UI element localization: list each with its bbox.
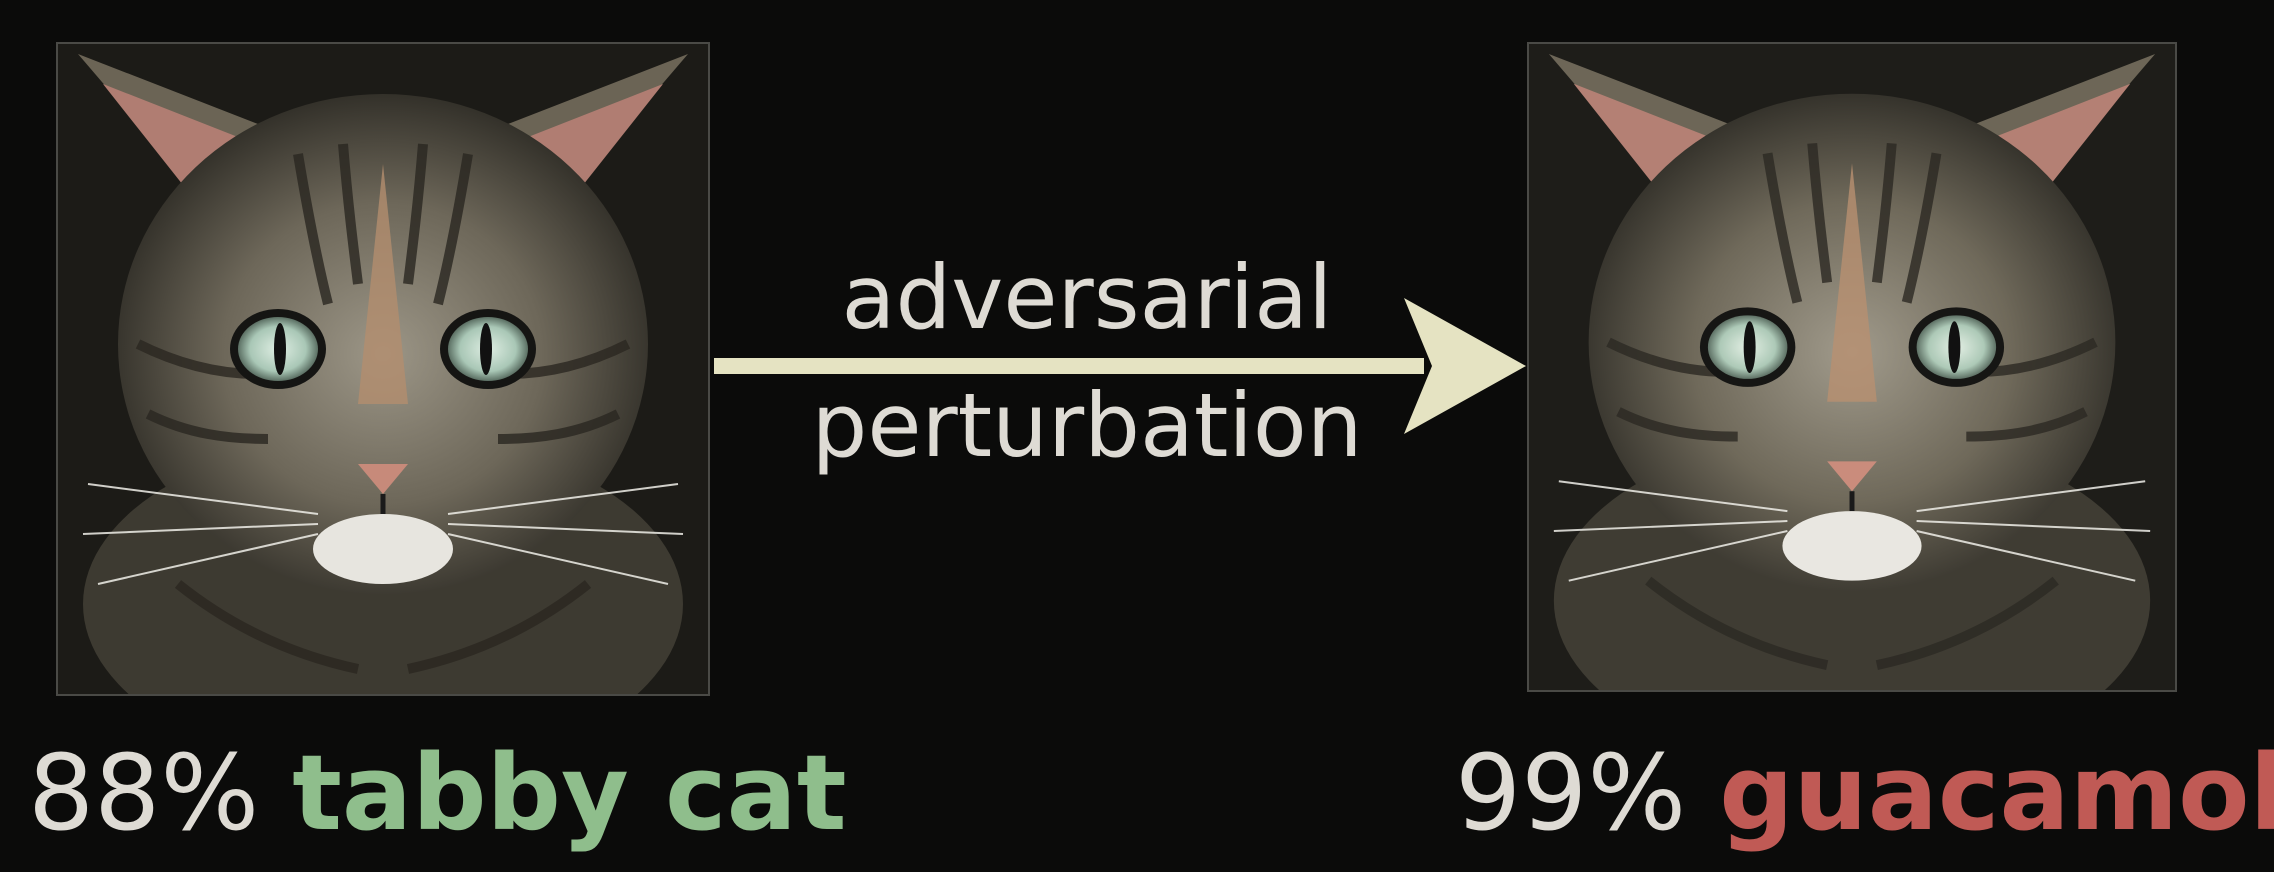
cat-face-illustration <box>1529 44 2175 690</box>
adversarial-prediction: 99% guacamole <box>1455 728 2274 858</box>
original-confidence: 88% <box>28 732 260 854</box>
adversarial-class-label: guacamole <box>1719 732 2274 854</box>
original-cat-image <box>56 42 710 696</box>
original-class-label: tabby cat <box>292 732 847 854</box>
adversarial-confidence: 99% <box>1455 732 1687 854</box>
arrow-label-line2: perturbation <box>811 374 1363 477</box>
perturbed-cat-image <box>1527 42 2177 692</box>
arrow <box>714 298 1526 434</box>
arrow-label-line1: adversarial <box>841 246 1333 349</box>
right-arrow-icon <box>714 298 1526 434</box>
cat-face-illustration <box>58 44 708 694</box>
original-prediction: 88% tabby cat <box>28 728 847 858</box>
